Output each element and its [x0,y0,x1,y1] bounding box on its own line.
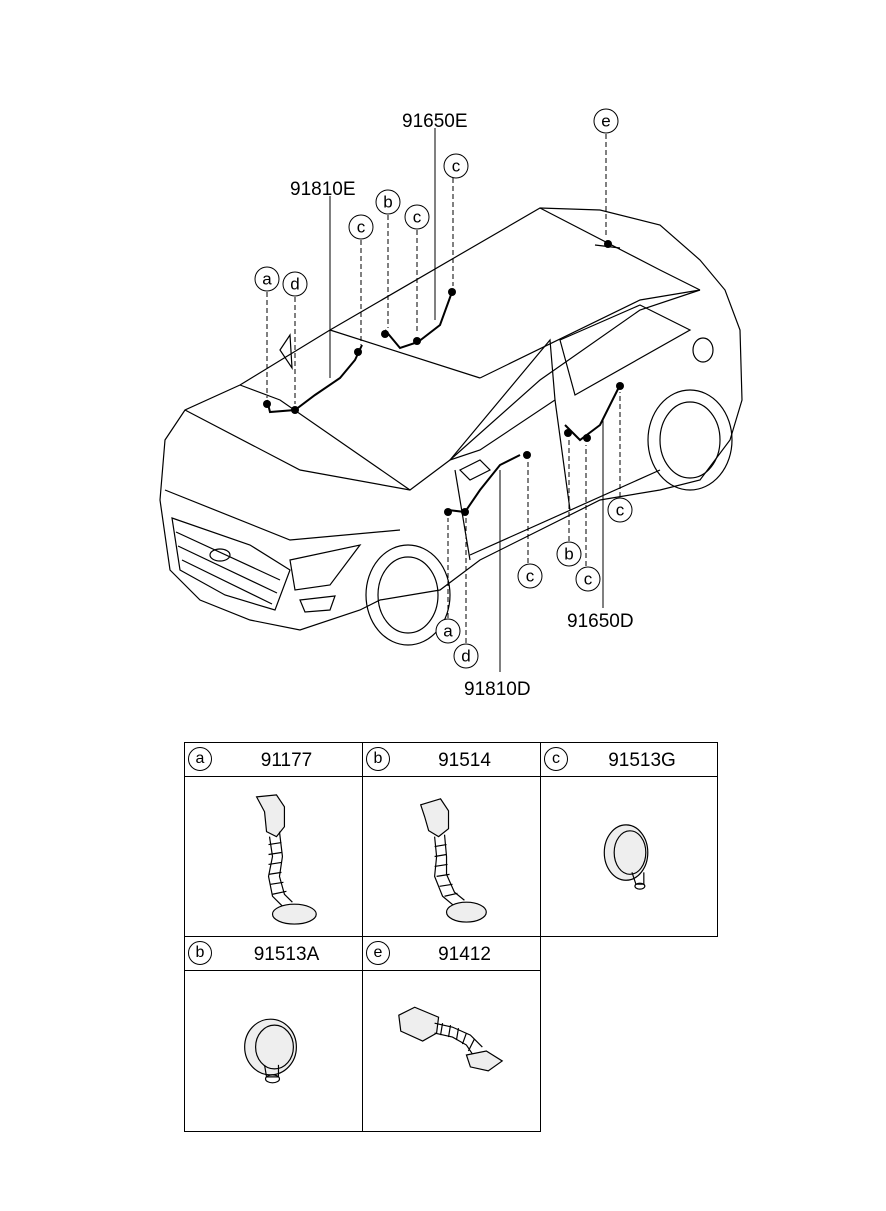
legend-cell-head: a 91177 [185,743,362,777]
marker-c-bottom1: c [575,566,601,592]
wiring-harness [266,291,621,514]
marker-b-top: b [375,189,401,215]
svg-text:c: c [584,570,593,589]
marker-c-top2: c [404,204,430,230]
grommet-tube-icon [363,777,540,936]
svg-text:a: a [443,622,453,641]
legend-cell-head: c 91513G [541,743,717,777]
marker-c-top3: c [443,153,469,179]
svg-text:c: c [413,208,422,227]
legend-part-number: 91412 [438,944,491,965]
svg-text:e: e [601,112,610,131]
legend-cell-head: b 91514 [363,743,540,777]
callout-91650d: 91650D [567,611,634,632]
svg-text:c: c [616,501,625,520]
legend-cell-a: a 91177 [184,742,363,937]
marker-e-top: e [593,108,619,134]
car-outline [159,207,743,646]
legend-part-number: 91513A [253,944,320,965]
svg-text:b: b [383,193,392,212]
callout-91810e: 91810E [290,179,356,200]
round-grommet-icon [185,971,362,1131]
legend-cell-b1: b 91514 [362,742,541,937]
svg-text:c: c [526,567,535,586]
legend-letter: c [544,747,568,771]
legend-part-number: 91177 [260,750,313,771]
legend-cell-head: e 91412 [363,937,540,971]
grommet-tube-icon [185,777,362,936]
callout-91810d: 91810D [464,679,531,700]
svg-text:d: d [461,647,470,666]
car-wiring-diagram: 91650E 91810E 91650D 91810D a d c b c c … [159,108,743,700]
callout-91650e: 91650E [402,111,468,132]
svg-text:b: b [564,545,573,564]
legend-part-number: 91513G [608,750,676,771]
marker-c-top1: c [348,214,374,240]
leader-lines [266,134,621,643]
legend-cell-head: b 91513A [185,937,362,971]
legend-letter: a [188,747,212,771]
svg-text:c: c [452,157,461,176]
parts-legend: a 91177 b 91514 [184,742,718,1132]
grommet-tube-icon [363,971,540,1131]
marker-a-bottom: a [435,618,461,644]
legend-cell-c: c 91513G [540,742,718,937]
marker-a-top: a [254,266,280,292]
marker-d-bottom: d [453,643,479,669]
legend-part-number: 91514 [438,750,491,771]
legend-cell-e: e 91412 [362,936,541,1132]
marker-c-bottom2: c [517,563,543,589]
svg-text:c: c [357,218,366,237]
legend-letter: e [366,941,390,965]
round-grommet-icon [541,777,717,936]
marker-d-top: d [282,271,308,297]
marker-c-right: c [607,497,633,523]
svg-text:d: d [290,275,299,294]
legend-letter: b [188,941,212,965]
legend-cell-b2: b 91513A [184,936,363,1132]
legend-letter: b [366,747,390,771]
callout-lines [329,128,604,672]
connector-points [263,240,624,516]
svg-text:a: a [262,270,272,289]
marker-b-bottom: b [556,541,582,567]
